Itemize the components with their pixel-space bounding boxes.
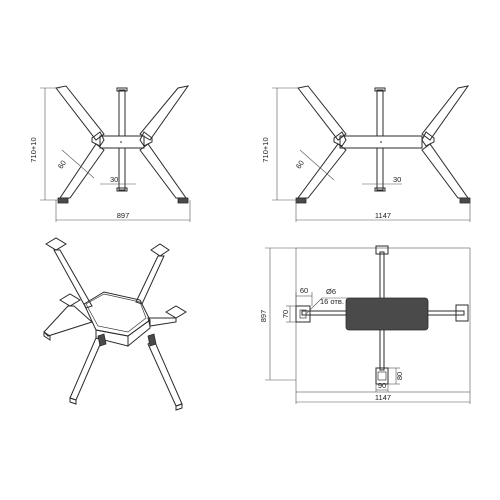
leg-right-front <box>147 317 177 327</box>
angle-leader <box>299 149 335 181</box>
hole-leader <box>305 297 323 315</box>
foot-width-label: 90 <box>378 381 386 390</box>
top-plate-front-left <box>59 293 81 307</box>
leg-lower-right <box>147 339 183 407</box>
leg-front-left-short <box>43 305 93 337</box>
hole-diameter-label: Ø6 <box>326 287 336 296</box>
foot-left <box>57 197 69 204</box>
front-view-large: 710+10 60 30 1147 <box>261 85 471 222</box>
foot-height-label: 80 <box>395 372 404 380</box>
center-post-top <box>376 89 384 137</box>
center-hub <box>339 135 423 149</box>
foot-left <box>295 197 307 204</box>
upper-left-arm <box>55 85 105 141</box>
foot-label: 30 <box>110 175 118 184</box>
left-pad <box>295 305 311 323</box>
lower-right-arm <box>139 143 187 199</box>
front-view-small: 710+10 60 30 897 <box>29 85 191 222</box>
foot-right <box>177 197 189 204</box>
top-plate-front-right <box>165 305 187 319</box>
upper-right-arm <box>421 85 470 141</box>
top-view: 60 70 Ø6 16 отв. 897 90 80 1147 <box>259 245 471 404</box>
angle-leader <box>61 149 95 179</box>
lower-left-arm <box>297 143 347 199</box>
foot-label: 30 <box>393 175 401 184</box>
hole-count-label: 16 отв. <box>320 297 344 306</box>
leg-lower-left <box>69 337 103 401</box>
top-plate-back-left <box>45 237 67 251</box>
center-hub <box>99 135 145 149</box>
leg-back-right-upper <box>135 255 165 305</box>
angle-label: 60 <box>294 159 306 171</box>
angle-label: 60 <box>56 159 68 171</box>
top-plate-back-right <box>150 243 170 257</box>
depth-label: 897 <box>259 310 268 323</box>
leg-back-left-upper <box>53 249 93 309</box>
lower-left-arm <box>59 143 105 199</box>
center-plate-outline <box>83 291 151 337</box>
pad-height-label: 70 <box>281 310 290 318</box>
width-label: 1147 <box>375 211 391 220</box>
top-pad <box>375 245 389 255</box>
right-pad <box>455 304 469 322</box>
foot-right <box>459 197 471 204</box>
center-plate <box>345 297 429 331</box>
isometric-view <box>43 237 187 411</box>
pad-width-label: 60 <box>300 286 308 295</box>
height-label: 710+10 <box>261 137 270 162</box>
width-label: 897 <box>117 211 130 220</box>
bottom-foot <box>375 367 389 385</box>
lower-right-arm <box>421 143 469 199</box>
upper-right-arm <box>139 85 190 141</box>
center-post-top <box>118 89 126 137</box>
width-label: 1147 <box>375 393 391 402</box>
upper-left-arm <box>297 85 347 141</box>
height-label: 710+10 <box>29 137 38 162</box>
